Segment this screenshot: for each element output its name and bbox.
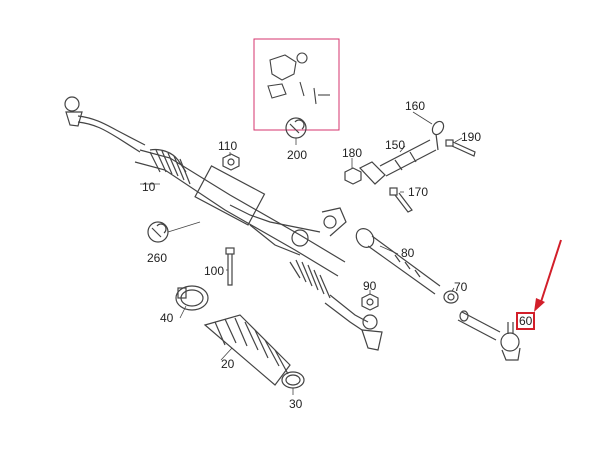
part-20-bellows-boot [203, 314, 291, 386]
callout-190: 190 [461, 130, 482, 144]
part-150-shaft-assembly [359, 120, 445, 185]
part-190-bolt [445, 139, 476, 157]
callout-80: 80 [401, 246, 415, 260]
right-bellows [289, 259, 331, 299]
part-60-outer-tie-rod-end [457, 310, 521, 361]
callout-100: 100 [204, 264, 225, 278]
callout-180: 180 [342, 146, 363, 160]
callout-70: 70 [454, 280, 468, 294]
wrench-icon [285, 117, 307, 139]
steering-rack-body [134, 148, 369, 331]
callout-200: 200 [287, 148, 308, 162]
callout-60[interactable]: 60 [515, 312, 536, 330]
rack-right-tie-rod-end [361, 314, 383, 351]
callout-110: 110 [218, 139, 238, 153]
part-70-nut [443, 290, 459, 304]
highlight-arrow [534, 239, 562, 312]
left-tie-rod-end [64, 96, 146, 153]
part-110-nut [222, 153, 240, 171]
left-bellows [149, 149, 191, 185]
callout-90: 90 [363, 279, 377, 293]
callout-10: 10 [142, 180, 156, 194]
part-40-clamp [175, 285, 209, 311]
callout-40: 40 [160, 311, 174, 325]
part-100-bolt [225, 247, 235, 286]
callout-30: 30 [289, 397, 303, 411]
wrench-icon [147, 221, 169, 243]
leader-lines [140, 111, 463, 395]
callout-150: 150 [385, 138, 406, 152]
part-30-clip [281, 371, 305, 389]
part-170-bolt [389, 187, 413, 213]
part-180-nut [344, 167, 362, 185]
callout-160: 160 [405, 99, 426, 113]
callout-260: 260 [147, 251, 168, 265]
part-90-nut [361, 293, 379, 311]
part-80-inner-tie-rod [355, 228, 441, 295]
callout-170: 170 [408, 185, 429, 199]
part-200-kit-box [253, 38, 340, 131]
callout-20: 20 [221, 357, 235, 371]
